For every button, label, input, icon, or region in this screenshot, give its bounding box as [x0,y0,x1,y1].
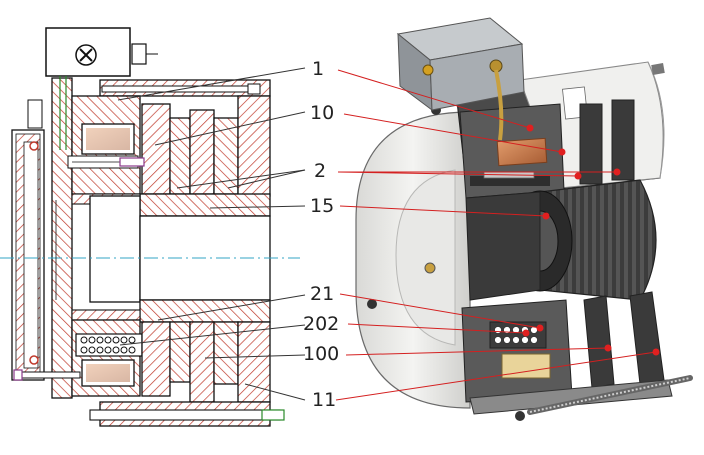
hub-upper [139,193,271,217]
callout-label-100: 100 [303,343,339,365]
housing-left-wall [51,77,73,399]
callout-label-11: 11 [312,389,336,411]
callout-label-21: 21 [310,283,334,305]
coil-render [496,137,548,167]
armature-upper [141,103,171,195]
terminal-box-render [396,17,525,141]
bolt-upper [101,85,253,93]
callout-label-1: 1 [312,58,324,80]
hub-lower [139,299,271,323]
callout-label-15: 15 [310,195,334,217]
end-plate-lower [237,321,271,403]
leader-lines [117,67,660,401]
shaft-bore [89,195,141,303]
end-plate-upper [237,95,271,197]
callout-label-2: 2 [314,160,326,182]
friction-disc-lower [189,321,215,403]
callout-label-202: 202 [303,313,339,335]
cutaway-render [355,17,693,421]
bolt-lower [17,371,81,379]
section-view [0,27,300,427]
callout-labels: 1 10 2 15 21 202 100 11 [303,58,339,411]
terminal-box-section [45,27,158,77]
callout-label-10: 10 [310,102,334,124]
